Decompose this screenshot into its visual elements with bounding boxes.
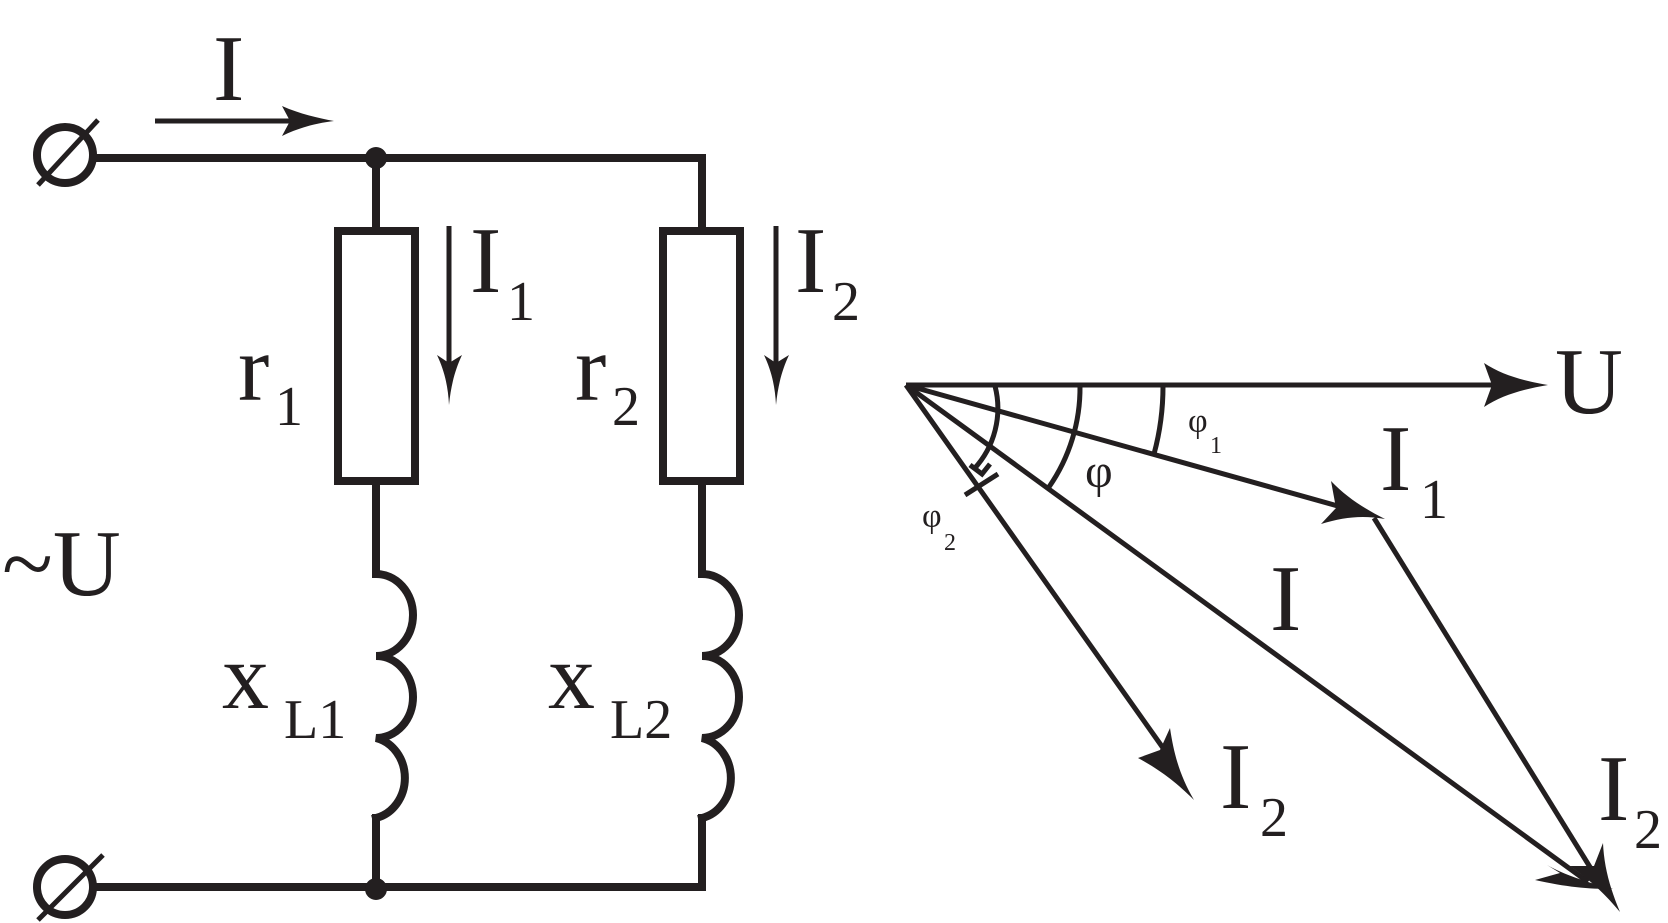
branch2-current-subscript: 2 xyxy=(832,271,860,333)
top-wire xyxy=(89,154,706,231)
bottom-junction xyxy=(365,878,387,900)
input-current-arrow xyxy=(155,106,334,136)
branch2-current-arrow xyxy=(764,226,789,405)
i-label: I xyxy=(1270,547,1301,651)
branch1-current-subscript: 1 xyxy=(507,271,535,333)
i2-label: I xyxy=(1220,725,1251,829)
phi1-subscript: 1 xyxy=(1210,433,1222,459)
phi2-subscript: 2 xyxy=(944,530,956,556)
arc-phi2 xyxy=(972,385,1001,471)
inductor-xl2 xyxy=(697,569,743,823)
top-terminal xyxy=(33,118,100,187)
r2-subscript: 2 xyxy=(612,376,640,438)
phi2-label: φ xyxy=(922,498,942,535)
vector-i2 xyxy=(903,383,1194,800)
xl1-label: x xyxy=(222,625,269,729)
resistor-r2 xyxy=(659,227,744,485)
phi1-label: φ xyxy=(1188,403,1208,440)
bottom-wire xyxy=(89,814,706,891)
phasor-diagram: U I 1 I I 2 I 2 φ φ 1 φ 2 xyxy=(903,330,1662,912)
i2-shifted-label: I xyxy=(1598,737,1629,841)
arc-phi1 xyxy=(1151,385,1166,455)
r1-subscript: 1 xyxy=(275,376,303,438)
xl2-subscript: L2 xyxy=(610,689,672,751)
vector-i xyxy=(904,382,1613,889)
inductor-xl1 xyxy=(371,569,417,823)
phi-label: φ xyxy=(1085,445,1113,498)
source-voltage-label: ~U xyxy=(2,512,121,616)
branch1-current-arrow xyxy=(437,226,462,405)
vector-u xyxy=(906,363,1548,407)
phi2-leader xyxy=(963,471,1000,498)
branch2-current-label: I xyxy=(795,209,826,313)
right-angle-marker xyxy=(968,462,992,478)
i2-shifted-subscript: 2 xyxy=(1634,799,1662,861)
circuit: I ~U I 1 I 2 r 1 r 2 x L1 x L2 xyxy=(2,17,860,922)
input-current-label: I xyxy=(213,17,244,121)
branch1-current-label: I xyxy=(470,209,501,313)
i1-label: I xyxy=(1380,407,1411,511)
resistor-r1 xyxy=(334,227,419,485)
i1-subscript: 1 xyxy=(1420,469,1448,531)
vector-i1 xyxy=(905,382,1385,524)
i2-subscript: 2 xyxy=(1260,787,1288,849)
xl1-subscript: L1 xyxy=(284,689,346,751)
arc-phi xyxy=(1046,385,1083,489)
u-label: U xyxy=(1555,330,1623,434)
top-junction xyxy=(365,147,387,169)
vector-i2-shifted xyxy=(1371,516,1620,912)
r1-label: r xyxy=(238,317,269,421)
r2-label: r xyxy=(575,317,606,421)
xl2-label: x xyxy=(548,625,595,729)
